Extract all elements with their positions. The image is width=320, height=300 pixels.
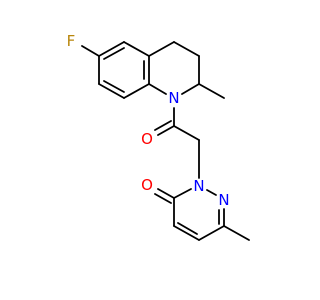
bond [148,83,167,95]
bond [123,41,150,57]
ring-nitrogen-label: N [168,89,179,107]
double-bond-inner [103,80,125,93]
methyl-bond [223,225,250,241]
bond [173,225,200,241]
bond [173,125,200,141]
bond [198,225,225,241]
carbonyl-bond [157,125,175,136]
bond [98,41,125,57]
amide-oxygen-label: O [141,130,153,148]
bond-to-fluorine [81,45,100,57]
carbonyl-double-bond [154,193,172,204]
bond [123,83,150,99]
carbonyl-bond [157,188,175,199]
pyridazinone-oxygen-label: O [141,176,153,194]
molecule-diagram: F N O N N O [66,32,250,241]
double-bond-inner [177,222,198,235]
pyridazinone-n2-label: N [218,191,229,209]
fluorine-atom-label: F [67,32,76,50]
bond [173,41,200,57]
bond [206,189,217,196]
pyridazinone-n1-label: N [193,177,204,195]
bond [173,188,192,199]
double-bond-inner [103,47,125,60]
carbonyl-double-bond [154,120,172,131]
bond [181,83,200,95]
bond [98,83,125,99]
structure-canvas: F N O N N O [67,32,250,241]
methyl-bond [198,83,225,99]
bond [148,41,175,57]
